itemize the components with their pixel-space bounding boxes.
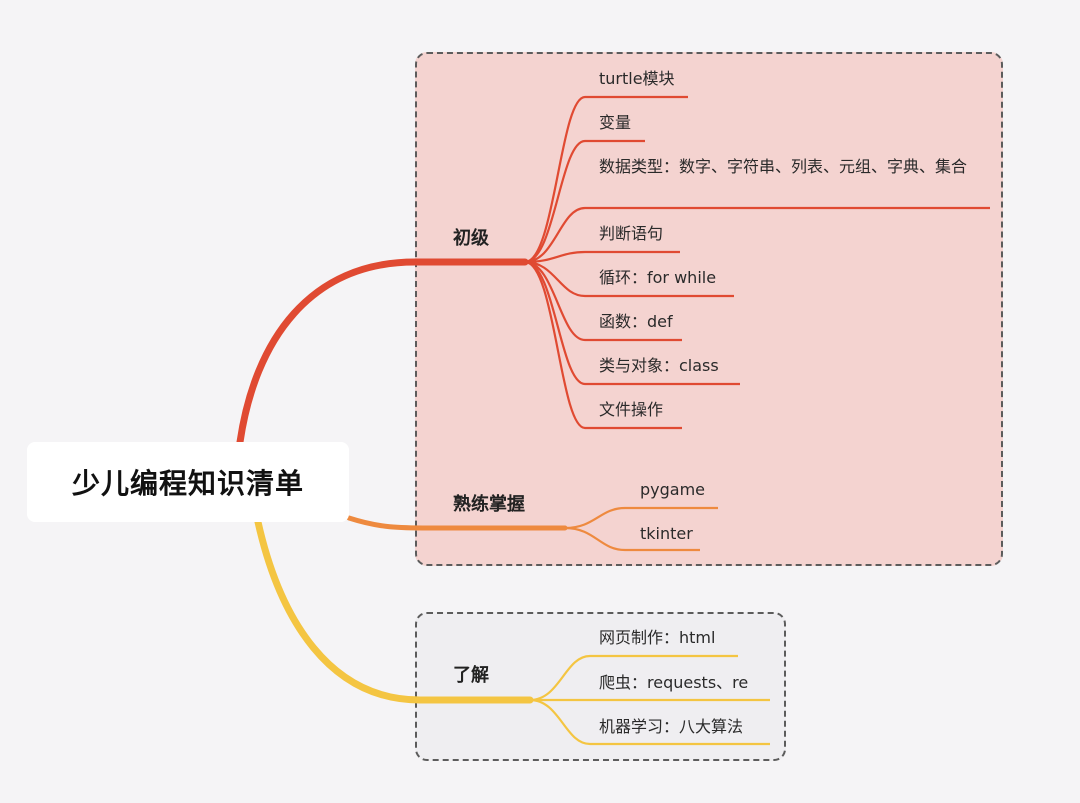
- branch-proficient[interactable]: 熟练掌握: [453, 494, 525, 515]
- proficient-leaf-lines: [564, 506, 718, 552]
- leaf-tkinter[interactable]: tkinter: [640, 524, 693, 543]
- leaf-data-types[interactable]: 数据类型：数字、字符串、列表、元组、字典、集合: [599, 157, 968, 176]
- trunk-understand: [254, 518, 534, 704]
- leaf-crawler[interactable]: 爬虫：requests、re: [599, 673, 749, 692]
- branch-beginner[interactable]: 初级: [453, 228, 489, 249]
- leaf-turtle[interactable]: turtle模块: [599, 69, 675, 88]
- trunk-beginner: [236, 258, 529, 446]
- leaf-ml[interactable]: 机器学习：八大算法: [599, 717, 744, 736]
- leaf-variables[interactable]: 变量: [599, 113, 632, 132]
- branch-understand[interactable]: 了解: [453, 665, 489, 686]
- leaf-web[interactable]: 网页制作：html: [599, 628, 716, 647]
- leaf-pygame[interactable]: pygame: [640, 480, 706, 499]
- leaf-functions[interactable]: 函数：def: [599, 312, 673, 331]
- upper-group-box: [415, 52, 1003, 566]
- leaf-classes[interactable]: 类与对象：class: [599, 356, 719, 375]
- leaf-loops[interactable]: 循环：for while: [599, 268, 717, 287]
- leaf-conditionals[interactable]: 判断语句: [599, 224, 664, 243]
- root-node[interactable]: 少儿编程知识清单: [27, 442, 349, 522]
- beginner-leaf-lines: [524, 95, 990, 430]
- leaf-file-ops[interactable]: 文件操作: [599, 400, 664, 419]
- understand-leaf-lines: [529, 654, 770, 746]
- lower-group-box: [415, 612, 786, 761]
- trunk-proficient: [346, 515, 568, 531]
